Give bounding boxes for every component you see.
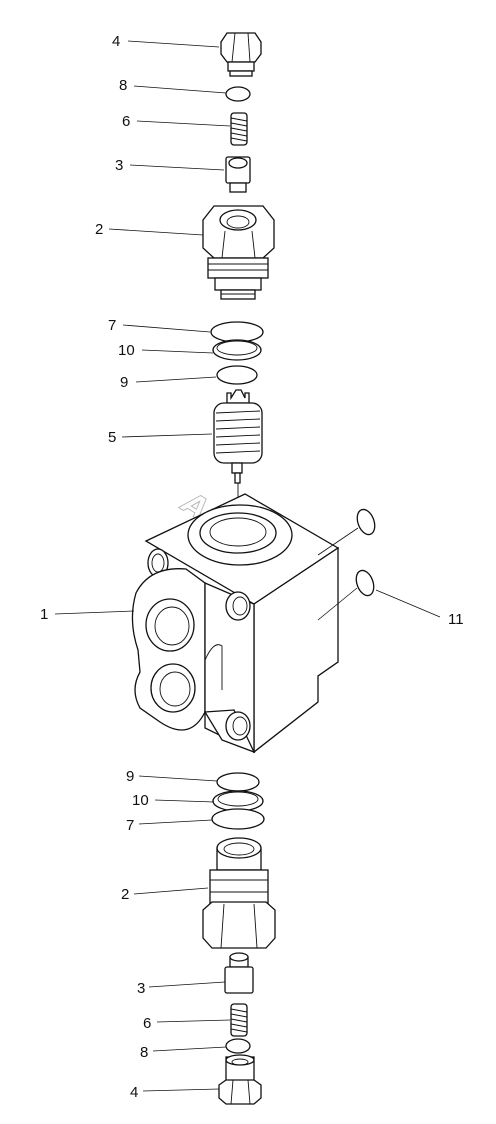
callout-10-bottom: 10 bbox=[132, 792, 149, 809]
callout-7-top: 7 bbox=[108, 317, 116, 334]
part-1-housing bbox=[131, 493, 340, 754]
part-2-bottom-valve-body bbox=[202, 837, 276, 949]
callout-8-bottom: 8 bbox=[140, 1044, 148, 1061]
part-9-bottom-oring bbox=[216, 772, 260, 792]
part-6-top-spring bbox=[230, 112, 248, 146]
callout-3-bottom: 3 bbox=[137, 980, 145, 997]
part-2-top-valve-body bbox=[202, 205, 275, 300]
callout-4-top: 4 bbox=[112, 33, 120, 50]
part-8-bottom-oring bbox=[225, 1038, 251, 1054]
part-7-bottom-backup-ring bbox=[211, 808, 265, 830]
part-8-top-oring bbox=[225, 86, 251, 102]
part-4-bottom-cap bbox=[218, 1054, 262, 1105]
callout-7-bottom: 7 bbox=[126, 817, 134, 834]
callout-3-top: 3 bbox=[115, 157, 123, 174]
callout-11: 11 bbox=[448, 611, 464, 628]
callout-2-bottom: 2 bbox=[121, 886, 129, 903]
part-9-top-oring bbox=[216, 365, 258, 385]
part-10-bottom-seal-ring bbox=[212, 790, 264, 812]
callout-4-bottom: 4 bbox=[130, 1084, 138, 1101]
callout-10-top: 10 bbox=[118, 342, 135, 359]
callout-1: 1 bbox=[40, 606, 48, 623]
callout-6-bottom: 6 bbox=[143, 1015, 151, 1032]
callout-8-top: 8 bbox=[119, 77, 127, 94]
part-6-bottom-spring bbox=[230, 1003, 248, 1037]
part-11-orings bbox=[355, 508, 376, 597]
callout-9-bottom: 9 bbox=[126, 768, 134, 785]
callout-2-top: 2 bbox=[95, 221, 103, 238]
part-4-top-cap bbox=[220, 32, 262, 77]
part-7-top-backup-ring bbox=[210, 321, 264, 343]
leader-lines bbox=[54, 40, 441, 1092]
callout-5: 5 bbox=[108, 429, 116, 446]
part-3-bottom-plunger bbox=[224, 952, 254, 994]
callout-9-top: 9 bbox=[120, 374, 128, 391]
callout-6-top: 6 bbox=[122, 113, 130, 130]
part-3-top-plunger bbox=[225, 156, 251, 193]
part-10-top-seal-ring bbox=[212, 339, 262, 361]
part-5-spool bbox=[213, 389, 263, 535]
